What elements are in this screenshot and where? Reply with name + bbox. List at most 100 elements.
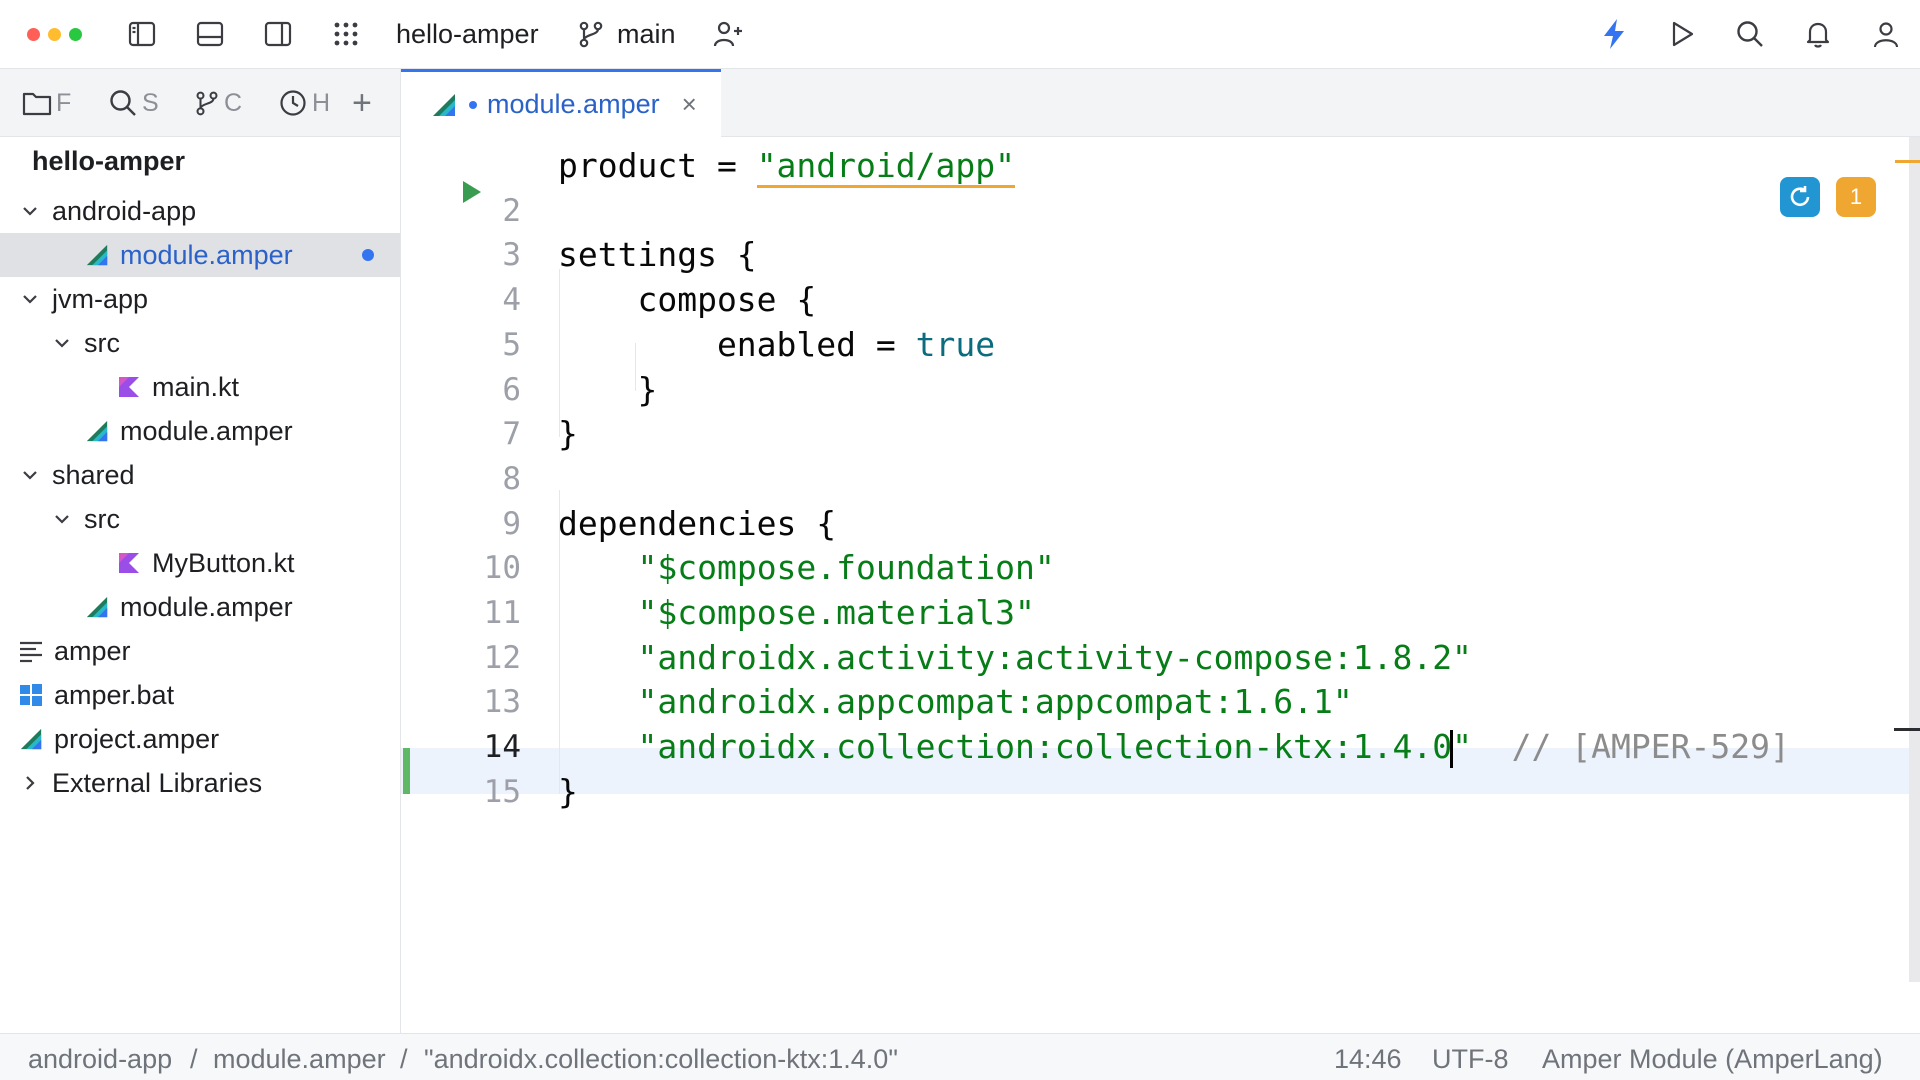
chevron-down-icon[interactable] bbox=[18, 463, 42, 487]
editor-tab-bar: module.amper × bbox=[401, 69, 1920, 137]
tree-item-mybutton-kt[interactable]: MyButton.kt bbox=[0, 541, 400, 585]
tab-search-label: S bbox=[142, 88, 159, 117]
code-line[interactable]: "$compose.material3" bbox=[558, 591, 1034, 635]
code-line[interactable]: dependencies { bbox=[558, 502, 836, 546]
tree-item-module-amper[interactable]: module.amper bbox=[0, 409, 400, 453]
close-tab-icon[interactable]: × bbox=[681, 89, 697, 119]
tree-item-label: amper.bat bbox=[54, 679, 175, 710]
chevron-down-icon[interactable] bbox=[18, 287, 42, 311]
code-token: enabled = bbox=[558, 324, 916, 364]
file-language[interactable]: Amper Module (AmperLang) bbox=[1542, 1044, 1883, 1074]
tab-search[interactable]: S bbox=[108, 85, 166, 121]
run-gutter-icon[interactable] bbox=[459, 177, 485, 207]
lightning-icon[interactable] bbox=[1596, 16, 1632, 52]
search-icon bbox=[110, 90, 136, 116]
code-line[interactable]: "androidx.appcompat:appcompat:1.6.1" bbox=[558, 680, 1352, 724]
code-token: dependencies { bbox=[558, 503, 837, 543]
chevron-down-icon[interactable] bbox=[50, 331, 74, 355]
breadcrumb-dependency[interactable]: "androidx.collection:collection-ktx:1.4.… bbox=[424, 1044, 898, 1074]
tab-commit[interactable]: C bbox=[194, 85, 250, 121]
amper-file-icon bbox=[84, 242, 110, 268]
window-close-button[interactable] bbox=[27, 28, 40, 41]
file-encoding[interactable]: UTF-8 bbox=[1432, 1044, 1509, 1074]
window-minimize-button[interactable] bbox=[48, 28, 61, 41]
tree-item-main-kt[interactable]: main.kt bbox=[0, 365, 400, 409]
tab-module-amper[interactable]: module.amper × bbox=[401, 69, 721, 137]
search-icon[interactable] bbox=[1732, 16, 1768, 52]
warning-stripe-marker[interactable] bbox=[1895, 160, 1920, 163]
chevron-down-icon[interactable] bbox=[50, 507, 74, 531]
add-tab-button[interactable]: + bbox=[352, 85, 372, 121]
string-literal: "androidx.collection:collection-ktx:1.4.… bbox=[637, 727, 1453, 767]
breadcrumb-separator: / bbox=[190, 1044, 198, 1074]
tree-item-external-libraries[interactable]: External Libraries bbox=[0, 761, 400, 805]
tab-history[interactable]: H bbox=[278, 85, 332, 121]
line-number: 7 bbox=[502, 416, 521, 453]
tree-item-label: External Libraries bbox=[52, 767, 263, 798]
window-maximize-button[interactable] bbox=[69, 28, 82, 41]
code-line[interactable]: compose { bbox=[558, 278, 816, 322]
amper-file-icon bbox=[433, 93, 455, 116]
apps-grid-icon[interactable] bbox=[328, 16, 364, 52]
code-line[interactable]: "androidx.collection:collection-ktx:1.4.… bbox=[558, 725, 1790, 769]
tab-files[interactable]: F bbox=[22, 85, 80, 121]
right-sidebar-toggle-icon[interactable] bbox=[260, 16, 296, 52]
string-literal: "android/app" bbox=[756, 146, 1015, 188]
line-number: 15 bbox=[483, 773, 521, 810]
tree-item-label: module.amper bbox=[120, 415, 293, 446]
kotlin-file-icon bbox=[116, 374, 142, 400]
tree-item-jvm-app[interactable]: jvm-app bbox=[0, 277, 400, 321]
tree-item-module-amper[interactable]: module.amper bbox=[0, 585, 400, 629]
bottom-panel-toggle-icon[interactable] bbox=[192, 16, 228, 52]
code-line[interactable]: settings { bbox=[558, 233, 757, 277]
kotlin-file-icon bbox=[116, 550, 142, 576]
breadcrumb-android-app[interactable]: android-app bbox=[28, 1044, 173, 1074]
tree-item-module-amper[interactable]: module.amper bbox=[0, 233, 400, 277]
account-icon[interactable] bbox=[1868, 16, 1904, 52]
line-number: 3 bbox=[502, 237, 521, 274]
tree-item-amper-bat[interactable]: amper.bat bbox=[0, 673, 400, 717]
tree-root-hello-amper[interactable]: hello-amper bbox=[0, 139, 400, 183]
code-line[interactable]: } bbox=[558, 368, 657, 412]
project-name[interactable]: hello-amper bbox=[396, 19, 539, 49]
chevron-right-icon[interactable] bbox=[18, 771, 42, 795]
clock-icon bbox=[280, 90, 306, 116]
line-number: 5 bbox=[502, 326, 521, 363]
tree-item-label: src bbox=[84, 503, 120, 534]
code-token: } bbox=[558, 369, 658, 409]
title-bar: hello-amper main bbox=[0, 0, 1920, 69]
tree-item-src[interactable]: src bbox=[0, 321, 400, 365]
code-line[interactable]: product = "android/app" bbox=[558, 144, 1015, 188]
code-line[interactable]: "$compose.foundation" bbox=[558, 546, 1054, 590]
line-number: 13 bbox=[483, 684, 521, 721]
tree-item-amper[interactable]: amper bbox=[0, 629, 400, 673]
status-bar: android-app / module.amper / "androidx.c… bbox=[0, 1033, 1920, 1080]
left-sidebar-toggle-icon[interactable] bbox=[124, 16, 160, 52]
code-token bbox=[558, 548, 637, 587]
tree-item-shared[interactable]: shared bbox=[0, 453, 400, 497]
code-line[interactable]: } bbox=[558, 770, 578, 814]
tree-item-project-amper[interactable]: project.amper bbox=[0, 717, 400, 761]
tab-label: module.amper bbox=[487, 89, 660, 119]
notifications-bell-icon[interactable] bbox=[1800, 16, 1836, 52]
inline-comment: // [AMPER-529] bbox=[1471, 727, 1790, 767]
folder-icon bbox=[22, 92, 52, 116]
run-icon[interactable] bbox=[1664, 16, 1700, 52]
code-token bbox=[558, 638, 637, 677]
reload-badge[interactable] bbox=[1780, 177, 1820, 217]
scrollbar-thumb[interactable] bbox=[1909, 137, 1920, 982]
amper-file-icon bbox=[18, 726, 44, 752]
tree-item-src[interactable]: src bbox=[0, 497, 400, 541]
code-line[interactable]: enabled = true bbox=[558, 323, 995, 367]
branch-name[interactable]: main bbox=[617, 19, 676, 49]
tree-item-android-app[interactable]: android-app bbox=[0, 189, 400, 233]
breadcrumb-module-amper[interactable]: module.amper bbox=[213, 1044, 386, 1074]
chevron-down-icon[interactable] bbox=[18, 199, 42, 223]
caret-position[interactable]: 14:46 bbox=[1334, 1044, 1402, 1074]
code-line[interactable]: "androidx.activity:activity-compose:1.8.… bbox=[558, 636, 1471, 680]
warning-count-badge[interactable]: 1 bbox=[1836, 177, 1876, 217]
code-line[interactable]: } bbox=[558, 412, 578, 456]
tree-item-label: project.amper bbox=[54, 723, 220, 754]
add-user-icon[interactable] bbox=[710, 16, 746, 52]
